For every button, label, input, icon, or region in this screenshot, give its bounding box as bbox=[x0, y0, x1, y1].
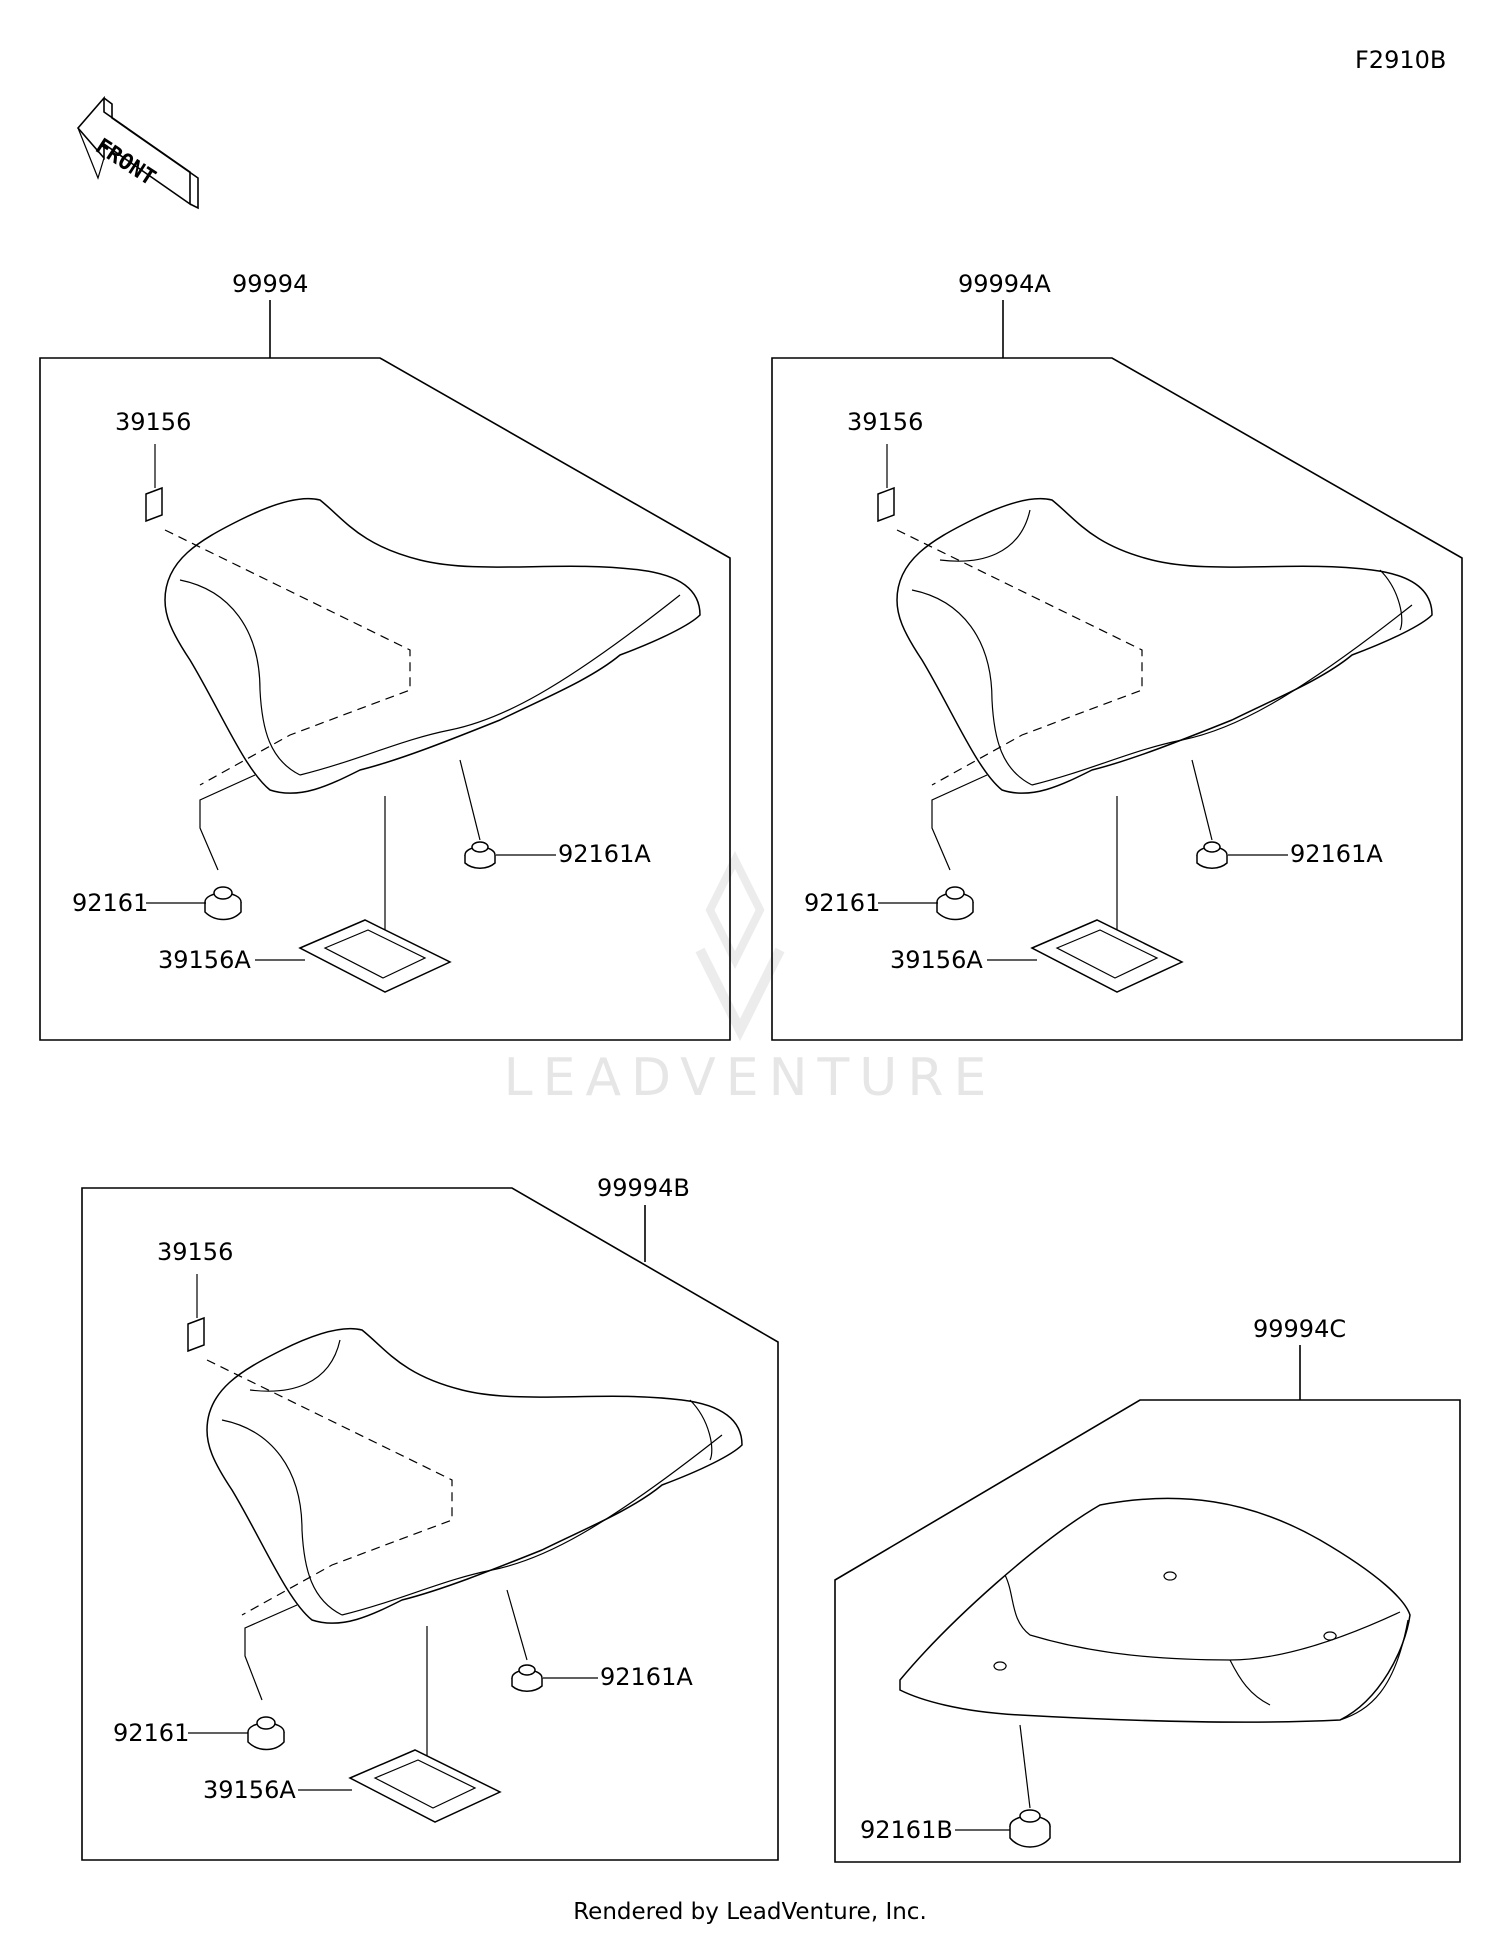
panel-99994a: 99994A 39156 39156A 92161 bbox=[771, 270, 1463, 1041]
damper-part bbox=[511, 1664, 543, 1692]
front-label: FRONT bbox=[91, 134, 160, 191]
damper-right-label: 92161A bbox=[600, 1663, 693, 1691]
damper-right-label: 92161A bbox=[558, 840, 651, 868]
pillion-seat bbox=[899, 1497, 1411, 1723]
panel-frame bbox=[771, 357, 1463, 1041]
sticker-label: 39156 bbox=[157, 1238, 233, 1266]
panel-99994b: 99994B 39156 39156A 92161 bbox=[81, 1174, 779, 1861]
damper-part bbox=[204, 886, 242, 921]
panel-frame bbox=[834, 1399, 1461, 1863]
sticker-part bbox=[877, 486, 895, 523]
pad-part bbox=[298, 919, 452, 993]
damper-part bbox=[1009, 1809, 1051, 1848]
assembly-label: 99994C bbox=[1253, 1315, 1346, 1343]
pad-part bbox=[348, 1749, 502, 1823]
assembly-label: 99994B bbox=[597, 1174, 690, 1202]
assembly-label: 99994A bbox=[958, 270, 1051, 298]
watermark: LEADVENTURE bbox=[504, 851, 997, 1108]
figure-code: F2910B bbox=[1355, 46, 1446, 74]
panel-99994: 99994 39156 39156A 92161 bbox=[39, 270, 731, 1041]
front-arrow-icon: FRONT bbox=[76, 95, 199, 210]
seat bbox=[896, 497, 1433, 794]
panel-frame bbox=[39, 357, 731, 1041]
pad-label: 39156A bbox=[158, 946, 251, 974]
panel-99994c: 99994C 92161B bbox=[834, 1315, 1461, 1863]
damper-part bbox=[936, 886, 974, 921]
damper-label: 92161B bbox=[860, 1816, 953, 1844]
damper-right-label: 92161A bbox=[1290, 840, 1383, 868]
panel-frame bbox=[81, 1187, 779, 1861]
pad-label: 39156A bbox=[890, 946, 983, 974]
damper-part bbox=[247, 1716, 285, 1751]
pad-part bbox=[1030, 919, 1184, 993]
assembly-label: 99994 bbox=[232, 270, 308, 298]
footer-credit: Rendered by LeadVenture, Inc. bbox=[573, 1899, 927, 1925]
watermark-text: LEADVENTURE bbox=[504, 1048, 997, 1108]
sticker-label: 39156 bbox=[115, 408, 191, 436]
sticker-part bbox=[187, 1316, 205, 1353]
sticker-part bbox=[145, 486, 163, 523]
damper-left-label: 92161 bbox=[113, 1719, 189, 1747]
seat bbox=[164, 497, 701, 794]
damper-left-label: 92161 bbox=[72, 889, 148, 917]
seat bbox=[206, 1327, 743, 1624]
damper-part bbox=[1196, 841, 1228, 869]
sticker-label: 39156 bbox=[847, 408, 923, 436]
damper-left-label: 92161 bbox=[804, 889, 880, 917]
damper-part bbox=[464, 841, 496, 869]
pad-label: 39156A bbox=[203, 1776, 296, 1804]
